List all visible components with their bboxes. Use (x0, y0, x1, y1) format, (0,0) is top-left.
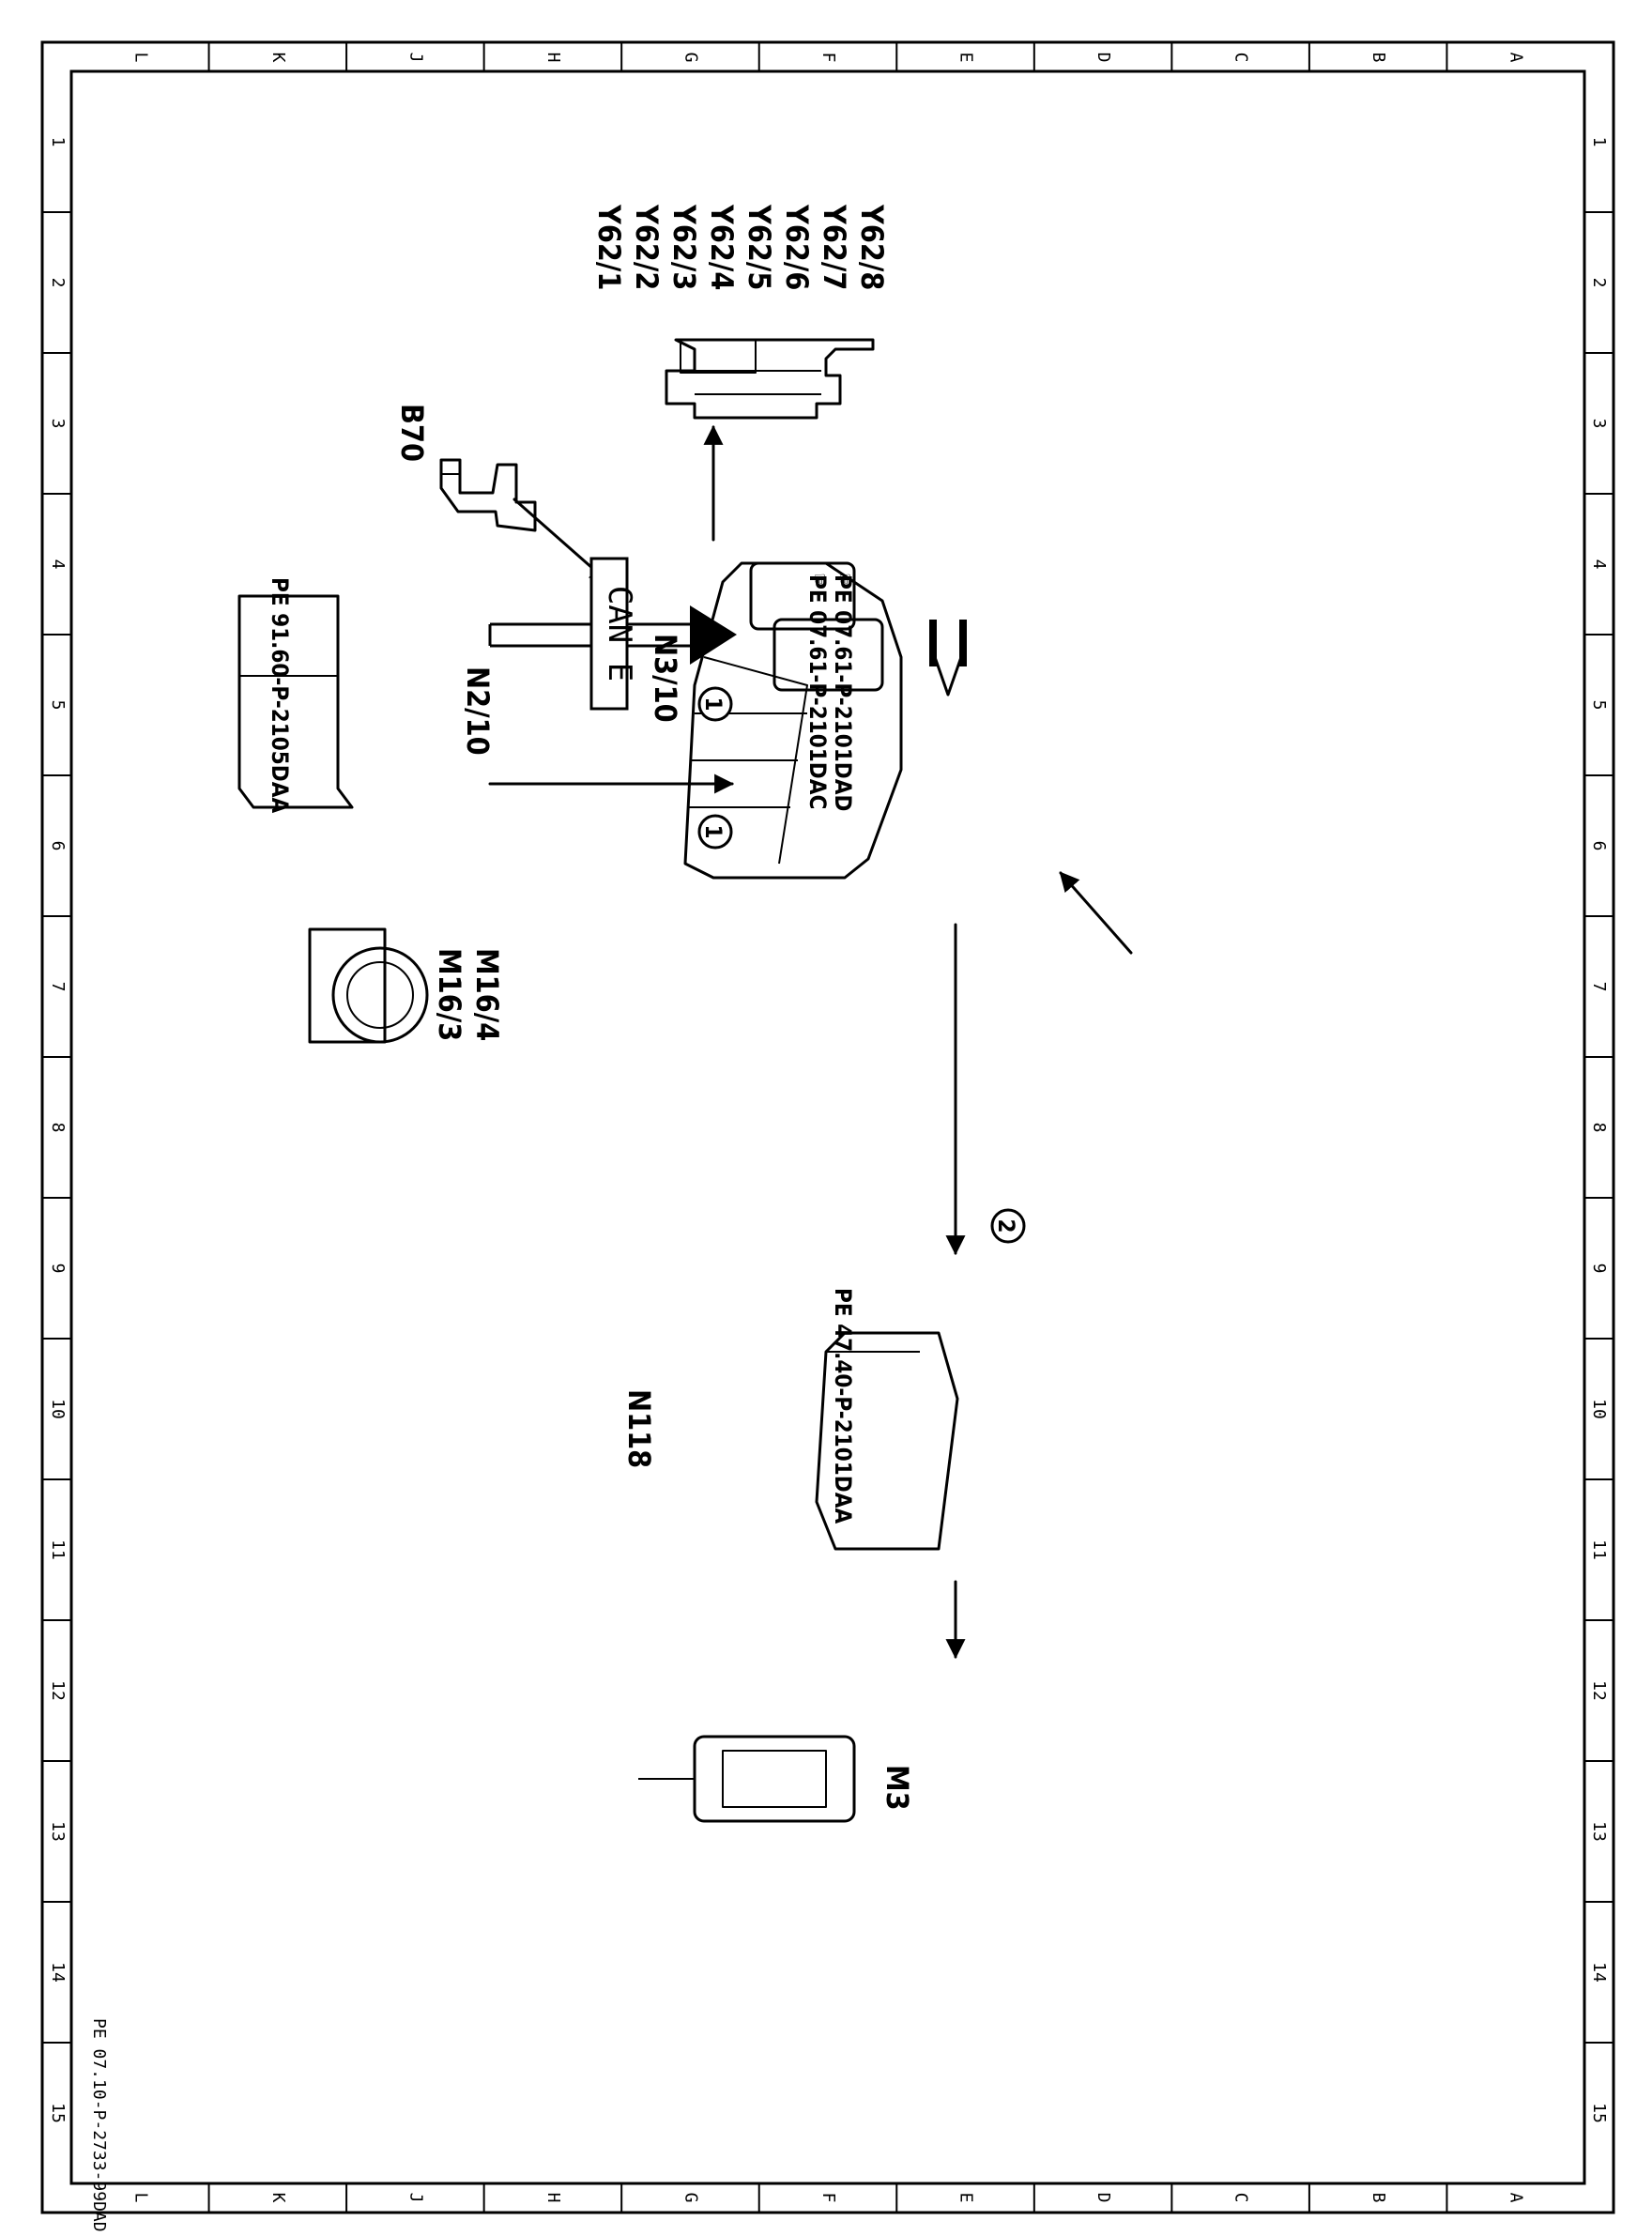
grid-column-label: D (1094, 53, 1113, 63)
connection-marker-3 (990, 1208, 1026, 1244)
injector-label-3: Y62/3 (666, 204, 702, 290)
camshaft-sensor-b70-icon: B70 (394, 404, 537, 532)
throttle-label-2: M16/4 (469, 948, 505, 1041)
grid-column-label: A (1507, 2193, 1526, 2203)
injector-label-4: Y62/4 (704, 204, 740, 290)
diagram-content: Y62/1 Y62/2 Y62/3 Y62/4 Y62/5 Y62/6 Y62/… (237, 204, 967, 1823)
injector-label-8: Y62/8 (854, 204, 890, 290)
m3-label: M3 (880, 1765, 915, 1811)
grid-column-label: H (543, 2193, 563, 2203)
grid-row-label: 6 (1589, 841, 1609, 851)
reference-icon: ☞ (807, 573, 831, 590)
grid-row-label: 4 (48, 559, 68, 570)
n118-label: N118 (621, 1389, 657, 1468)
grid-row-label: 4 (1589, 559, 1609, 570)
b70-label: B70 (394, 404, 430, 462)
grid-row-label: 2 (1589, 278, 1609, 288)
grid-column-label: D (1094, 2193, 1113, 2203)
grid-row-label: 12 (1589, 1680, 1609, 1701)
n118-ref: PE 47.40-P-2101DAA (830, 1288, 856, 1524)
grid-row-label: 14 (1589, 1962, 1609, 1983)
grid-column-label: J (405, 2193, 425, 2203)
grid-row-label: 2 (48, 278, 68, 288)
document-id: PE 07.10-P-2733-99DAD (89, 2018, 109, 2232)
injector-label-5: Y62/5 (742, 204, 777, 290)
grid-row-label: 1 (1589, 137, 1609, 147)
can-label: CAN E (601, 586, 638, 682)
n2-10-ref: PE 91.60-P-2105DAA (267, 577, 293, 813)
grid-column-label: J (405, 53, 425, 63)
grid-row-label: 5 (48, 700, 68, 711)
ecu-n3-10-icon: N3/10 PE 07.61-P-2101DAC PE 07.61-P-2101… (648, 561, 903, 880)
grid-row-label: 10 (48, 1399, 68, 1419)
grid-row-label: 8 (48, 1123, 68, 1133)
connections: CAN E 1 1 2 (488, 557, 1133, 1660)
grid-column-label: B (1369, 53, 1388, 63)
ecu-ref-2: PE 07.61-P-2101DAD (830, 574, 856, 811)
grid-row-label: 7 (1589, 982, 1609, 992)
grid-row-label: 11 (48, 1539, 68, 1560)
fuel-pump-m3-icon: M3 (638, 1735, 915, 1823)
grid-row-label: 8 (1589, 1123, 1609, 1133)
can-marker-label: 1 (700, 697, 727, 711)
injector-label-2: Y62/2 (629, 204, 665, 290)
grid-column-label: B (1369, 2193, 1388, 2203)
grid-column-label: E (956, 53, 976, 63)
injector-y62-icon: Y62/1 Y62/2 Y62/3 Y62/4 Y62/5 Y62/6 Y62/… (591, 204, 890, 420)
grid-column-label: E (956, 2193, 976, 2203)
grid-row-label: 11 (1589, 1539, 1609, 1560)
ecu-ref-1: PE 07.61-P-2101DAC (804, 574, 831, 809)
grid-column-label: C (1231, 2193, 1251, 2203)
injector-label-7: Y62/7 (817, 204, 852, 290)
arrow-throttle-to-ecu (1059, 871, 1133, 955)
connection-marker-1 (697, 686, 733, 722)
grid-column-label: L (130, 53, 150, 63)
can-e-arrow: CAN E (488, 557, 737, 711)
connection-marker-2 (697, 814, 733, 850)
throttle-m16-icon: M16/3 M16/4 (308, 927, 505, 1044)
pump-marker-label: 2 (993, 1218, 1019, 1233)
grid-row-label: 6 (48, 841, 68, 851)
grid-row-label: 3 (48, 419, 68, 429)
grid-row-label: 13 (48, 1821, 68, 1842)
grid-row-label: 13 (1589, 1821, 1609, 1842)
grid-column-label: L (130, 2193, 150, 2203)
pump-control-unit-n118-icon: N118 PE 47.40-P-2101DAA (621, 1288, 959, 1551)
grid-column-label: G (681, 53, 700, 63)
ecu-label: N3/10 (648, 634, 683, 723)
grid-row-label: 12 (48, 1680, 68, 1701)
grid-column-label: F (818, 53, 838, 63)
grid-column-label: G (681, 2193, 700, 2203)
throttle-label-1: M16/3 (432, 948, 467, 1041)
n2-10-label: N2/10 (460, 666, 496, 756)
injector-label-1: Y62/1 (591, 204, 627, 290)
grid-column-label: K (268, 2193, 288, 2203)
grid-column-label: F (818, 2193, 838, 2203)
grid-column-label: A (1507, 53, 1526, 63)
reference-icon: ☞ (833, 573, 856, 590)
grid-row-label: 1 (48, 137, 68, 147)
control-unit-n2-10-icon: N2/10 PE 91.60-P-2105DAA (237, 577, 496, 813)
injector-label-6: Y62/6 (779, 204, 815, 290)
grid-row-label: 15 (48, 2103, 68, 2123)
grid-row-label: 3 (1589, 419, 1609, 429)
grid-column-label: C (1231, 53, 1251, 63)
grid-row-label: 14 (48, 1962, 68, 1983)
grid-row-label: 5 (1589, 700, 1609, 711)
grid-row-label: 9 (48, 1263, 68, 1274)
signal-marker-label: 1 (700, 824, 727, 838)
grid-column-label: H (543, 53, 563, 63)
can-e-bus (929, 620, 967, 697)
grid-row-label: 10 (1589, 1399, 1609, 1419)
grid-column-label: K (268, 53, 288, 63)
grid-row-label: 7 (48, 982, 68, 992)
grid-row-label: 15 (1589, 2103, 1609, 2123)
grid-row-label: 9 (1589, 1263, 1609, 1274)
